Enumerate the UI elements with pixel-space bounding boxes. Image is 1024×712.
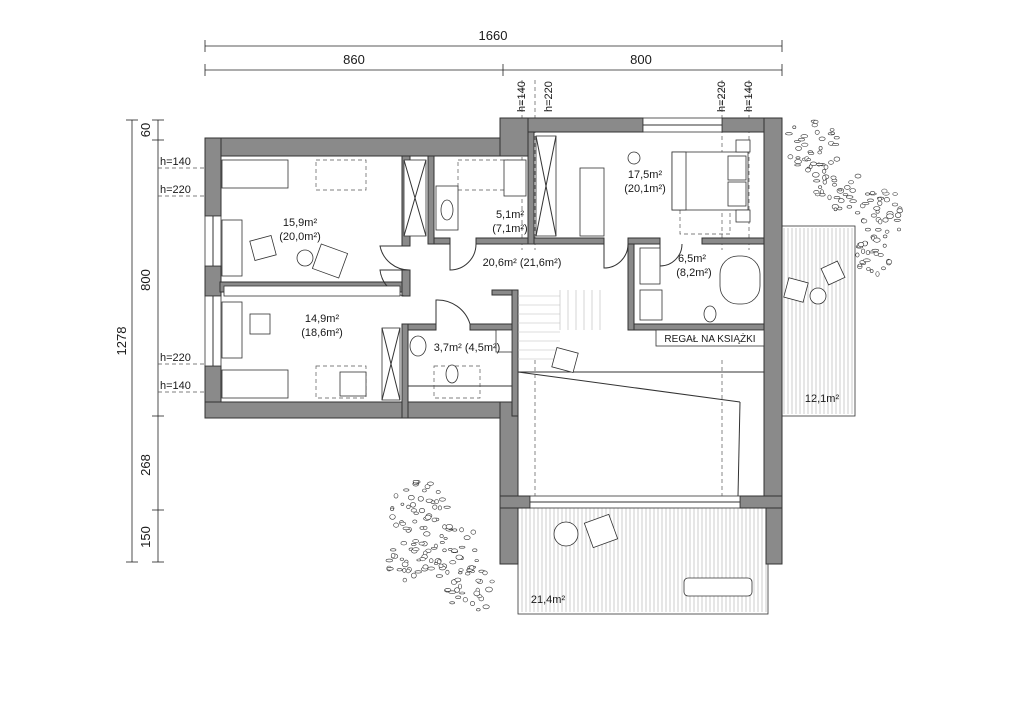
dim-total-depth: 1278 bbox=[114, 327, 129, 356]
master-area: 17,5m² bbox=[628, 169, 663, 181]
height-label-220-left-top: h=220 bbox=[160, 184, 191, 196]
dim-seg-main: 800 bbox=[138, 269, 153, 291]
doors bbox=[379, 243, 683, 325]
dimension-lines bbox=[126, 40, 783, 563]
bedroom1-area-gross: (20,0m²) bbox=[279, 231, 321, 243]
furniture bbox=[221, 139, 846, 597]
dim-left-width: 860 bbox=[343, 52, 365, 67]
wardrobes bbox=[223, 135, 731, 401]
height-label-220-left-bottom: h=220 bbox=[160, 352, 191, 364]
dim-total-width: 1660 bbox=[479, 28, 508, 43]
room-labels: 15,9m² (20,0m²) 14,9m² (18,6m²) 5,1m² (7… bbox=[279, 169, 839, 606]
master-bath-area: 6,5m² bbox=[678, 253, 706, 265]
height-label-140-left-bottom: h=140 bbox=[160, 380, 191, 392]
hall-area: 20,6m² (21,6m²) bbox=[483, 257, 562, 269]
master-bath-area-gross: (8,2m²) bbox=[676, 267, 711, 279]
right-terrace bbox=[779, 225, 856, 417]
windows bbox=[204, 117, 741, 509]
bath-small-area: 5,1m² bbox=[496, 209, 524, 221]
dim-seg-top: 60 bbox=[138, 123, 153, 137]
bookshelf-label: REGAŁ NA KSIĄŻKI bbox=[664, 332, 755, 345]
height-label-140-top-2: h=140 bbox=[743, 81, 755, 112]
bedroom2-area-gross: (18,6m²) bbox=[301, 327, 343, 339]
dim-seg-mid: 268 bbox=[138, 454, 153, 476]
balcony-area: 21,4m² bbox=[531, 594, 566, 606]
right-terrace-area: 12,1m² bbox=[805, 393, 840, 405]
garden-plants bbox=[385, 119, 903, 612]
height-label-220-top-1: h=220 bbox=[543, 81, 555, 112]
bedroom1-area: 15,9m² bbox=[283, 217, 318, 229]
bedroom2-area: 14,9m² bbox=[305, 313, 340, 325]
walls bbox=[204, 117, 783, 565]
wc-area: 3,7m² (4,5m²) bbox=[434, 342, 501, 354]
height-label-220-top-2: h=220 bbox=[716, 81, 728, 112]
height-label-140-top-1: h=140 bbox=[516, 81, 528, 112]
dim-seg-bottom: 150 bbox=[138, 526, 153, 548]
staircase bbox=[518, 290, 601, 360]
dimension-labels: 1660 860 800 1278 60 800 268 150 h=140 h… bbox=[114, 28, 755, 548]
height-label-140-left-top: h=140 bbox=[160, 156, 191, 168]
bath-small-area-gross: (7,1m²) bbox=[492, 223, 527, 235]
master-area-gross: (20,1m²) bbox=[624, 183, 666, 195]
dim-right-width: 800 bbox=[630, 52, 652, 67]
void-lines bbox=[408, 360, 764, 497]
